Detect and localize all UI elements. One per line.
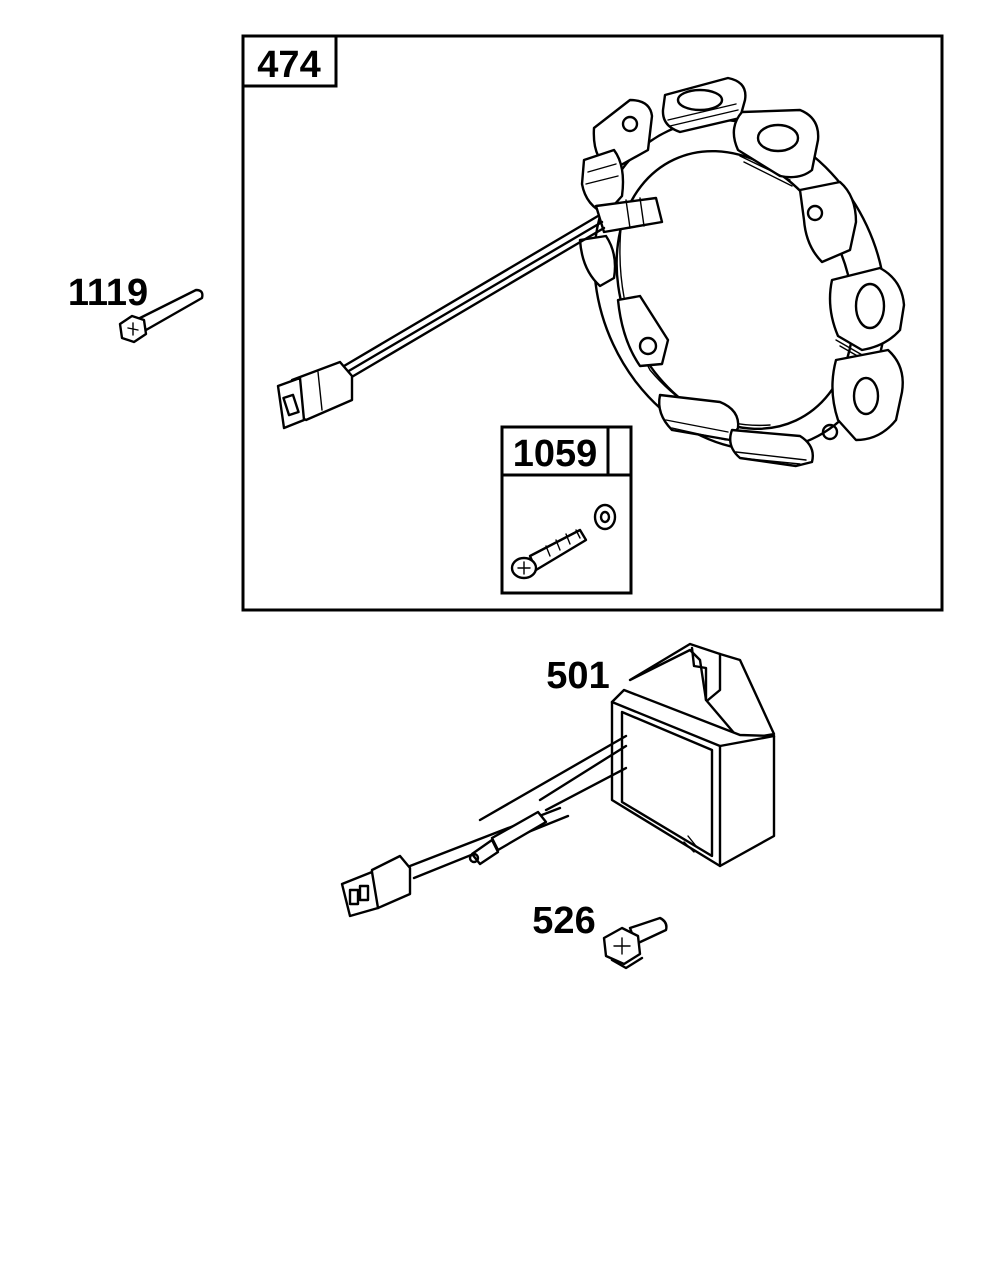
screw-kit-part-number[interactable]: 1059 [513, 433, 598, 475]
stator-coil-top-2 [732, 108, 820, 187]
kit-screw [510, 528, 588, 580]
stator-coil-right-1 [798, 180, 858, 264]
stator-callout: 474 [241, 34, 944, 612]
bolt-part-number[interactable]: 1119 [68, 272, 148, 314]
stator-coil-top-1 [661, 76, 747, 134]
stator-coil-left-3 [578, 234, 617, 288]
stator-part-number[interactable]: 474 [257, 44, 320, 86]
regulator-drawing[interactable] [340, 642, 776, 918]
kit-washer [593, 503, 617, 531]
stator-coil-right-2 [828, 266, 906, 363]
regulator-part-number[interactable]: 501 [546, 655, 609, 697]
stator-callout-frame [241, 34, 944, 612]
stator-coil-bottom-2 [729, 428, 814, 468]
regulator-body [610, 688, 776, 868]
screw-kit-drawing[interactable] [510, 503, 617, 580]
stator-mount-tab [616, 294, 670, 368]
regulator-screw-part-number[interactable]: 526 [532, 900, 595, 942]
regulator-screw-drawing[interactable] [602, 916, 668, 970]
bolt-drawing[interactable] [118, 288, 204, 344]
stator-drawing[interactable] [541, 72, 938, 498]
stator-label-box [241, 34, 338, 88]
stator-wire-harness[interactable] [276, 214, 606, 430]
stator-coil-right-3 [821, 348, 904, 442]
